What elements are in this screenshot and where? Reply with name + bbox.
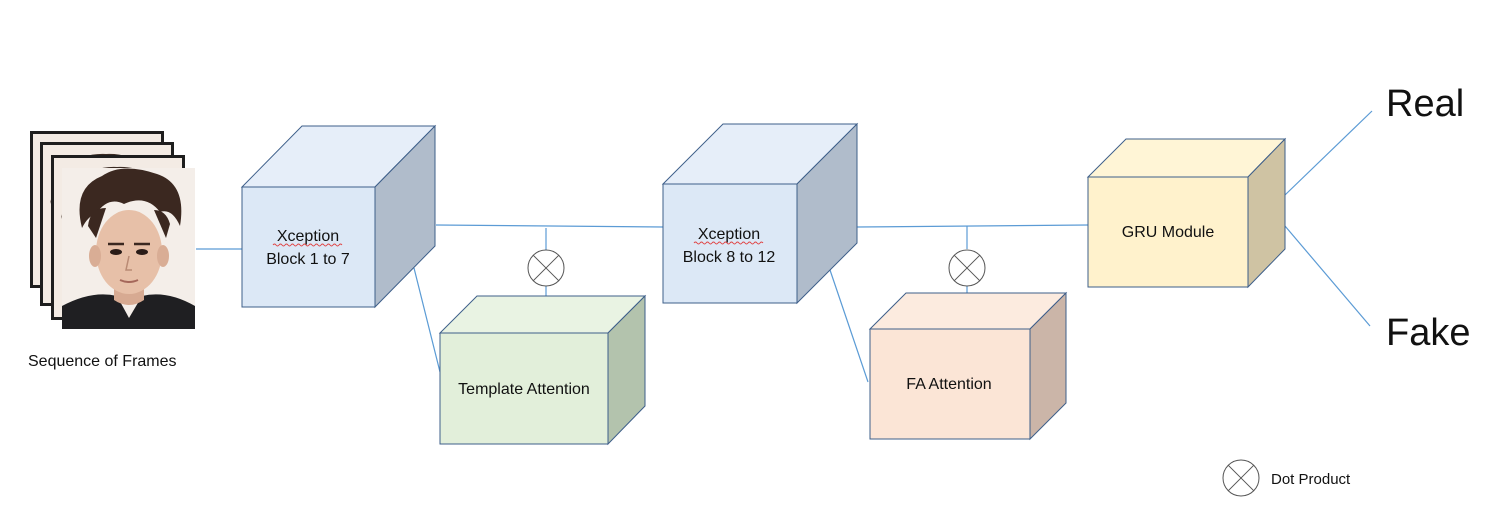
output-fake-label: Fake (1386, 312, 1470, 354)
template-attention-label: Template Attention (458, 381, 590, 398)
template-front-face (439, 332, 609, 445)
frame-stack (30, 131, 195, 329)
template-attention-block (438, 294, 647, 446)
fa-attention-block (868, 291, 1068, 441)
xception2-spellcheck-underline (693, 241, 764, 245)
fa-attention-label: FA Attention (906, 376, 991, 393)
dot-product-operator-2 (948, 249, 986, 287)
xception-block-1-to-7 (240, 124, 437, 309)
xception2-label-line2: Block 8 to 12 (683, 249, 776, 266)
legend-dot-product-icon (1222, 459, 1260, 497)
xception1-front-face (241, 186, 376, 308)
legend-dot-product-label: Dot Product (1271, 471, 1351, 488)
dot-product-operator-1 (527, 249, 565, 287)
connections (196, 110, 1373, 383)
frames-caption: Sequence of Frames (28, 353, 177, 370)
gru-module-label: GRU Module (1122, 224, 1215, 241)
xception-block-8-to-12 (661, 122, 859, 305)
xception1-to-template-line (413, 267, 441, 373)
xception1-label-line1: Xception (277, 228, 339, 245)
xception1-label-line2: Block 1 to 7 (266, 251, 350, 268)
xception1-to-xception2-line (435, 224, 664, 228)
gru-module-block (1086, 137, 1287, 289)
output-real-label: Real (1386, 83, 1464, 125)
xception2-to-gru-line (856, 224, 1089, 228)
xception2-to-fa-line (829, 269, 869, 383)
gru-to-fake-line (1284, 225, 1371, 327)
gru-front-face (1087, 176, 1249, 288)
frame-card-front (62, 168, 195, 329)
gru-to-real-line (1284, 110, 1373, 196)
fa-front-face (869, 328, 1031, 440)
xception1-spellcheck-underline (272, 243, 343, 247)
xception2-label-line1: Xception (698, 226, 760, 243)
